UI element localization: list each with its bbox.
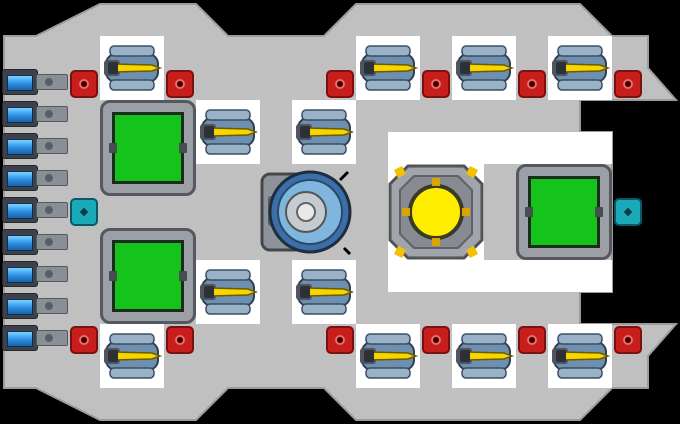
deck-tile (484, 260, 612, 292)
thruster-housing (2, 101, 38, 127)
thruster-glow (7, 267, 33, 283)
thruster-housing (2, 69, 38, 95)
thruster-glow (7, 331, 33, 347)
thruster[interactable] (2, 196, 68, 224)
turret[interactable] (356, 40, 420, 96)
thruster[interactable] (2, 132, 68, 160)
turret[interactable] (196, 104, 260, 160)
turret[interactable] (292, 104, 356, 160)
red-node[interactable] (518, 70, 546, 98)
turret[interactable] (356, 328, 420, 384)
room-floor (528, 176, 600, 248)
thruster-pipe (36, 330, 68, 346)
green-room[interactable] (100, 228, 196, 324)
room-door (179, 143, 187, 153)
turret[interactable] (100, 328, 164, 384)
red-node[interactable] (518, 326, 546, 354)
red-node[interactable] (70, 70, 98, 98)
thruster-housing (2, 165, 38, 191)
thruster-housing (2, 293, 38, 319)
thruster-housing (2, 197, 38, 223)
room-door (595, 207, 603, 217)
thruster-glow (7, 75, 33, 91)
thruster-glow (7, 171, 33, 187)
thruster-housing (2, 325, 38, 351)
thruster[interactable] (2, 292, 68, 320)
red-node[interactable] (166, 70, 194, 98)
thruster-glow (7, 107, 33, 123)
thruster-housing (2, 261, 38, 287)
thruster-glow (7, 203, 33, 219)
thruster-pipe (36, 202, 68, 218)
thruster-housing (2, 229, 38, 255)
thruster[interactable] (2, 324, 68, 352)
turret[interactable] (548, 328, 612, 384)
thruster[interactable] (2, 68, 68, 96)
thruster-pipe (36, 106, 68, 122)
room-door (525, 207, 533, 217)
thruster-glow (7, 235, 33, 251)
green-room[interactable] (100, 100, 196, 196)
cyan-node[interactable] (70, 198, 98, 226)
turret[interactable] (196, 264, 260, 320)
thruster-glow (7, 299, 33, 315)
thruster-pipe (36, 234, 68, 250)
room-door (109, 143, 117, 153)
thruster-pipe (36, 74, 68, 90)
turret[interactable] (548, 40, 612, 96)
green-room[interactable] (516, 164, 612, 260)
red-node[interactable] (614, 70, 642, 98)
thruster-pipe (36, 170, 68, 186)
thruster[interactable] (2, 260, 68, 288)
room-floor (112, 240, 184, 312)
room-door (179, 271, 187, 281)
turret[interactable] (452, 328, 516, 384)
thruster[interactable] (2, 164, 68, 192)
turret[interactable] (100, 40, 164, 96)
red-node[interactable] (326, 70, 354, 98)
red-node[interactable] (422, 70, 450, 98)
thruster-housing (2, 133, 38, 159)
red-node[interactable] (166, 326, 194, 354)
deck-tile (484, 132, 612, 164)
turret[interactable] (452, 40, 516, 96)
red-node[interactable] (70, 326, 98, 354)
thruster-pipe (36, 138, 68, 154)
red-node[interactable] (422, 326, 450, 354)
thruster-glow (7, 139, 33, 155)
reactor-core[interactable] (388, 164, 484, 260)
thruster[interactable] (2, 228, 68, 256)
turret[interactable] (292, 264, 356, 320)
red-node[interactable] (614, 326, 642, 354)
cyan-node[interactable] (614, 198, 642, 226)
thruster[interactable] (2, 100, 68, 128)
red-node[interactable] (326, 326, 354, 354)
dome-module[interactable] (260, 166, 352, 258)
thruster-pipe (36, 298, 68, 314)
room-door (109, 271, 117, 281)
room-floor (112, 112, 184, 184)
thruster-pipe (36, 266, 68, 282)
